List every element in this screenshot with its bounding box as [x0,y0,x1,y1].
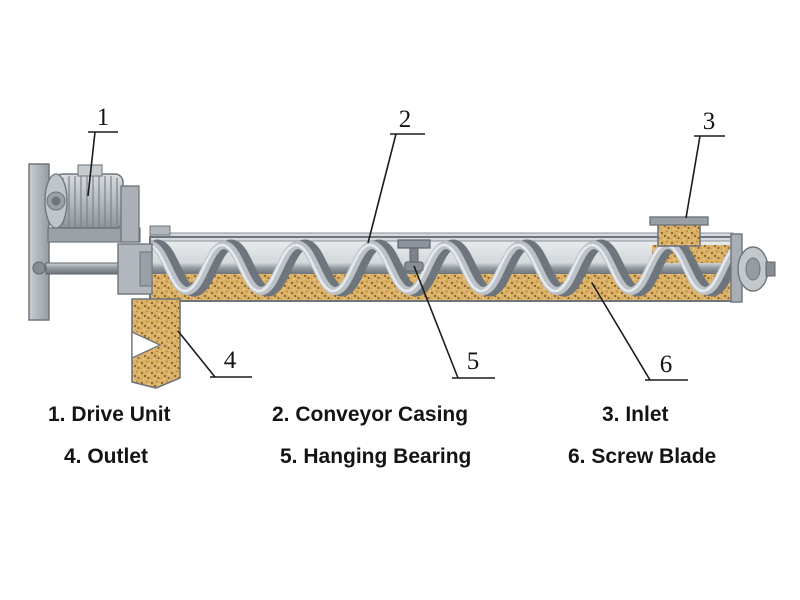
callout-number-6: 6 [660,351,673,378]
legend-inlet: 3. Inlet [602,403,669,426]
callout-1: 1 [87,104,118,197]
motor-fins [62,176,118,227]
casing-top-boss [149,225,171,236]
callout-number-5: 5 [467,348,480,375]
leader-line-6 [591,282,651,381]
screw-blade [150,239,733,297]
leader-line-2 [367,133,397,244]
legend-outlet: 4. Outlet [64,445,148,468]
gearbox-bracket [120,185,140,243]
callout-4: 4 [177,330,252,378]
drive-shaft-hub [32,261,46,275]
drive-shaft [45,262,123,275]
drive-unit [28,163,141,321]
end-hub-inner [745,257,761,281]
leader-line-5 [413,265,459,379]
motor-fan-center [51,196,61,206]
inlet-chute [657,223,701,247]
leader-line-1 [87,131,96,197]
legend-conveyor-casing: 2. Conveyor Casing [272,403,468,426]
callout-number-1: 1 [97,104,110,131]
callout-number-2: 2 [399,106,412,133]
hanging-bearing-plate [397,239,431,249]
inlet-flange [649,216,709,226]
legend: 1. Drive Unit 2. Conveyor Casing 3. Inle… [48,403,716,468]
left-shaft-gland [139,251,153,287]
leader-line-4 [177,330,216,378]
inlet [649,216,709,247]
callout-5: 5 [413,265,495,379]
end-cap [730,233,776,303]
callout-2: 2 [367,106,425,244]
leader-line-3 [685,135,701,219]
callouts: 1 2 3 4 5 6 [87,104,725,381]
callout-3: 3 [685,108,725,219]
callout-number-4: 4 [224,347,237,374]
legend-screw-blade: 6. Screw Blade [568,445,716,468]
legend-hanging-bearing: 5. Hanging Bearing [280,445,471,468]
outlet [131,298,181,389]
callout-6: 6 [591,282,688,381]
callout-number-3: 3 [703,108,716,135]
end-shaft-stub [765,261,776,277]
screw-blade-highlight [150,243,733,293]
outlet-notch [131,330,162,360]
legend-drive-unit: 1. Drive Unit [48,403,171,426]
